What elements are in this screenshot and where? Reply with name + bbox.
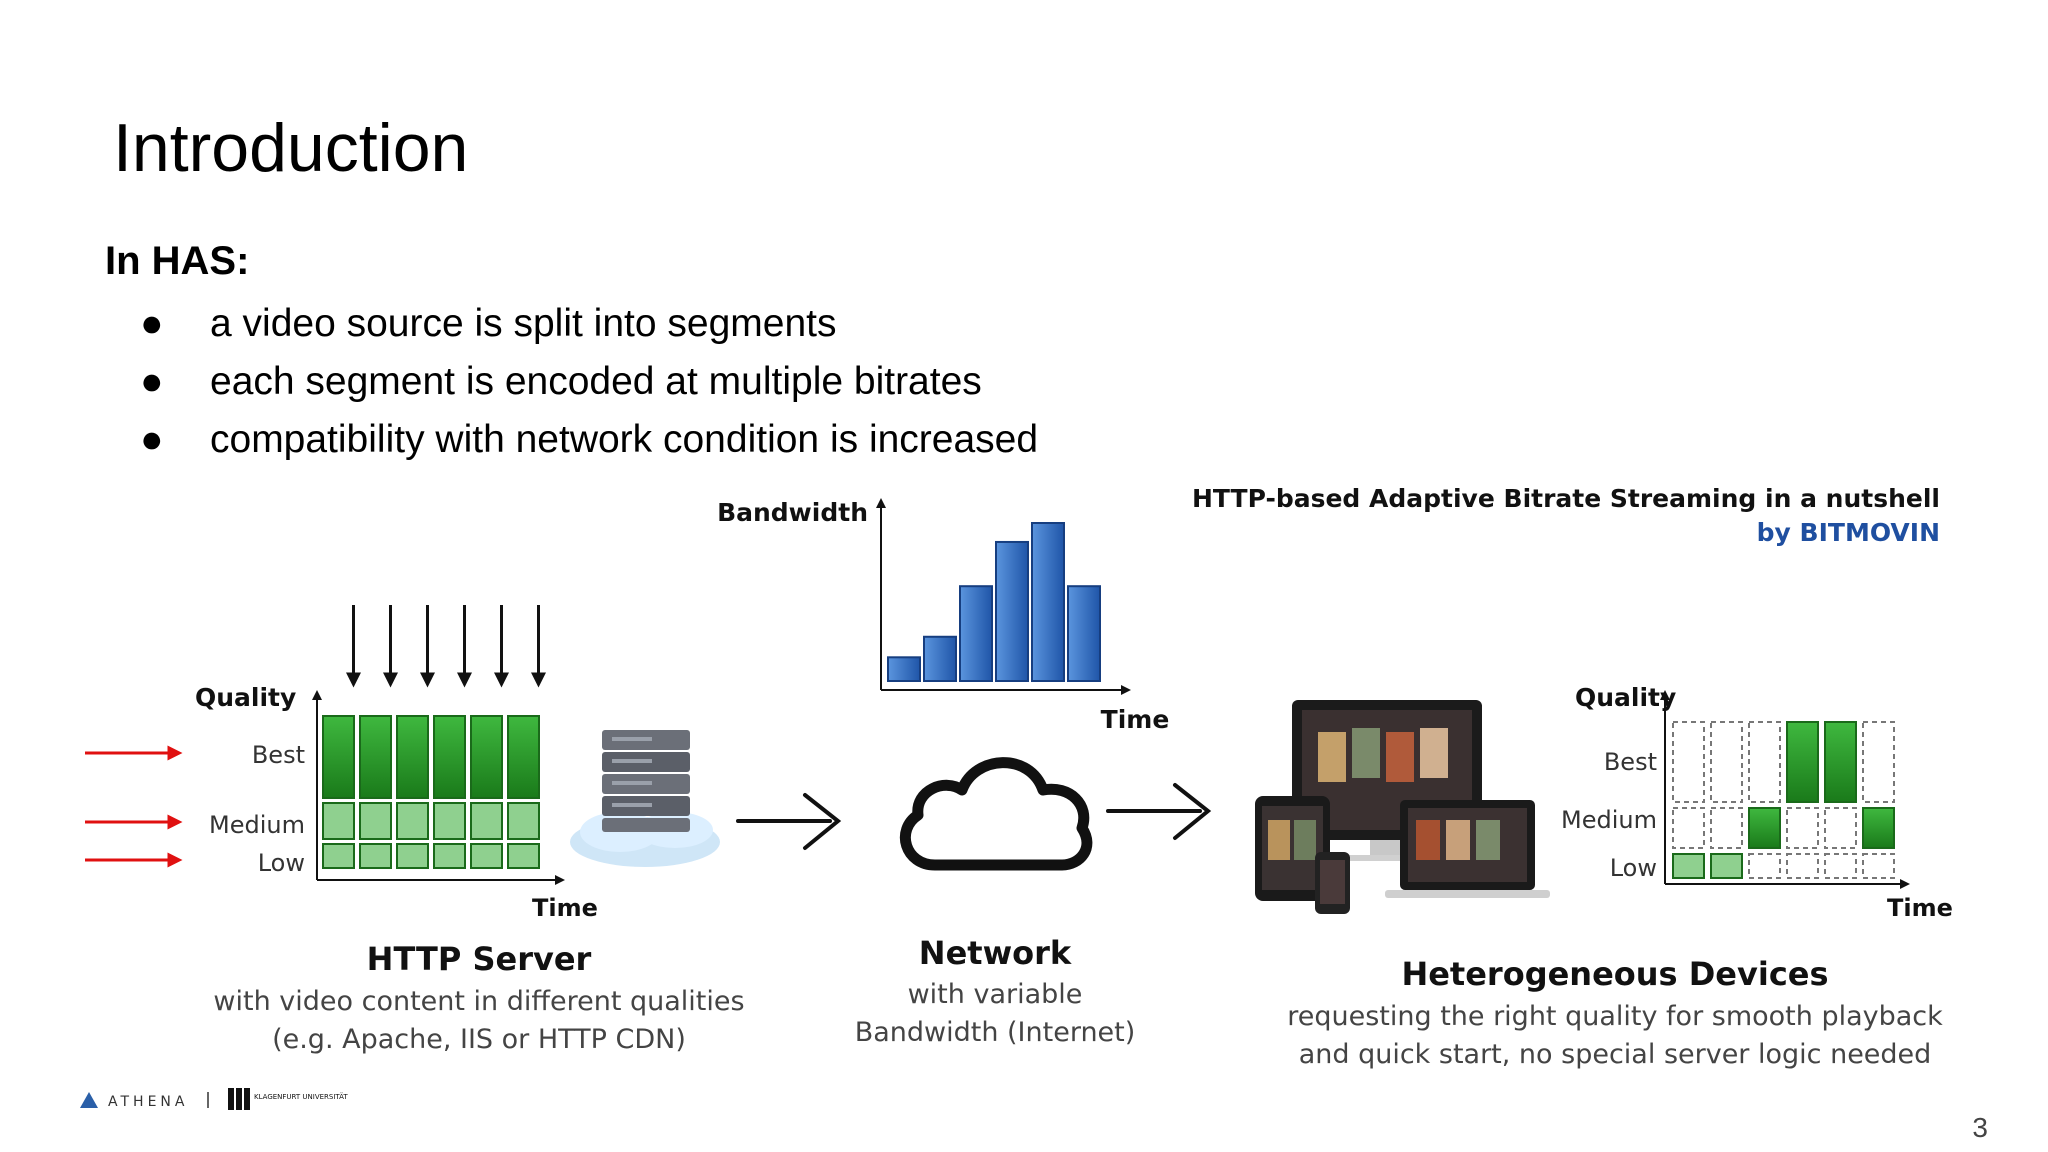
- server-caption-line2: (e.g. Apache, IIS or HTTP CDN): [272, 1024, 686, 1055]
- server-segment-cell: [396, 715, 429, 799]
- server-stack-icon: [570, 730, 720, 867]
- device-segment-empty: [1672, 807, 1705, 849]
- server-level-best: Best: [252, 741, 305, 769]
- device-segment-selected: [1710, 853, 1743, 879]
- bandwidth-bar: [1031, 522, 1065, 682]
- device-segment-empty: [1672, 721, 1705, 803]
- bullet-dot-icon: ●: [140, 360, 164, 403]
- server-segment-cell: [396, 802, 429, 840]
- network-caption-line2: Bandwidth (Internet): [855, 1017, 1136, 1048]
- server-segment-cell: [359, 715, 392, 799]
- server-segment-cell: [359, 843, 392, 869]
- server-segment-cell: [470, 843, 503, 869]
- network-y-axis-label: Bandwidth: [717, 498, 868, 527]
- server-x-axis-label: Time: [532, 894, 598, 922]
- bullet-text: each segment is encoded at multiple bitr…: [210, 360, 982, 403]
- device-segment-empty: [1710, 807, 1743, 849]
- bandwidth-bar: [887, 656, 921, 682]
- device-y-axis-label: Quality: [1575, 683, 1676, 712]
- uni-logo-text: KLAGENFURT UNIVERSITÄT: [254, 1092, 348, 1101]
- server-segment-cell: [433, 715, 466, 799]
- device-segment-empty: [1710, 721, 1743, 803]
- device-segment-empty: [1748, 721, 1781, 803]
- server-segment-cell: [322, 802, 355, 840]
- bandwidth-bar: [995, 540, 1029, 683]
- device-x-axis-label: Time: [1887, 894, 1953, 922]
- server-segment-cell: [433, 843, 466, 869]
- server-segment-cell: [507, 802, 540, 840]
- devices-caption-line1: requesting the right quality for smooth …: [1287, 1001, 1943, 1032]
- device-segment-selected: [1786, 721, 1819, 803]
- arrow-right-icon: [1106, 783, 1212, 840]
- device-quality-chart: Quality Best Medium Low Time: [1561, 683, 1953, 922]
- server-level-medium: Medium: [209, 811, 305, 839]
- page-number: 3: [1972, 1112, 1988, 1143]
- server-segment-cell: [322, 715, 355, 799]
- figure-heading: HTTP-based Adaptive Bitrate Streaming in…: [1192, 484, 1940, 513]
- server-caption-title: HTTP Server: [367, 940, 592, 978]
- device-segment-empty: [1862, 721, 1895, 803]
- server-segment-cell: [433, 802, 466, 840]
- device-segment-empty: [1824, 807, 1857, 849]
- devices-caption-title: Heterogeneous Devices: [1401, 955, 1828, 993]
- cloud-icon: [899, 757, 1093, 871]
- device-segment-empty: [1786, 853, 1819, 879]
- bandwidth-bar: [1067, 585, 1101, 683]
- device-segment-selected: [1862, 807, 1895, 849]
- bandwidth-bar: [923, 635, 957, 683]
- red-arrows: [85, 745, 183, 868]
- bullet-text: a video source is split into segments: [210, 302, 837, 345]
- server-quality-chart: Quality Best Medium Low Time: [195, 605, 598, 922]
- arrow-right-icon: [736, 793, 842, 850]
- device-level-best: Best: [1604, 748, 1657, 776]
- network-bandwidth-chart: Bandwidth Time: [717, 498, 1169, 734]
- figure-byline: by BITMOVIN: [1757, 518, 1940, 547]
- bullet-dot-icon: ●: [140, 418, 164, 461]
- server-segment-cell: [322, 843, 355, 869]
- server-caption-line1: with video content in different qualitie…: [213, 986, 744, 1017]
- server-y-axis-label: Quality: [195, 683, 296, 712]
- network-caption-title: Network: [919, 934, 1072, 972]
- bullet-dot-icon: ●: [140, 302, 164, 345]
- device-segment-empty: [1786, 807, 1819, 849]
- device-segment-selected: [1748, 807, 1781, 849]
- device-segment-empty: [1824, 853, 1857, 879]
- device-segment-empty: [1748, 853, 1781, 879]
- server-segment-cell: [507, 715, 540, 799]
- athena-logo-icon: [80, 1092, 98, 1108]
- server-segment-cell: [507, 843, 540, 869]
- slide-title: Introduction: [113, 110, 469, 186]
- server-segment-cell: [470, 802, 503, 840]
- device-segment-empty: [1862, 853, 1895, 879]
- bandwidth-bar: [959, 585, 993, 683]
- device-level-low: Low: [1610, 854, 1657, 882]
- network-x-axis-label: Time: [1101, 705, 1170, 734]
- server-segment-cell: [359, 802, 392, 840]
- server-segment-cell: [470, 715, 503, 799]
- devices-icon: [1255, 700, 1550, 914]
- device-segment-selected: [1824, 721, 1857, 803]
- device-level-medium: Medium: [1561, 806, 1657, 834]
- athena-logo-text: ATHENA: [108, 1094, 188, 1110]
- devices-caption-line2: and quick start, no special server logic…: [1299, 1039, 1932, 1070]
- device-segment-selected: [1672, 853, 1705, 879]
- footer-logos: ATHENA KLAGENFURT UNIVERSITÄT: [80, 1088, 348, 1110]
- slide-subhead: In HAS:: [105, 239, 250, 283]
- server-level-low: Low: [258, 849, 305, 877]
- network-caption-line1: with variable: [908, 979, 1083, 1010]
- bullet-text: compatibility with network condition is …: [210, 418, 1039, 461]
- server-segment-cell: [396, 843, 429, 869]
